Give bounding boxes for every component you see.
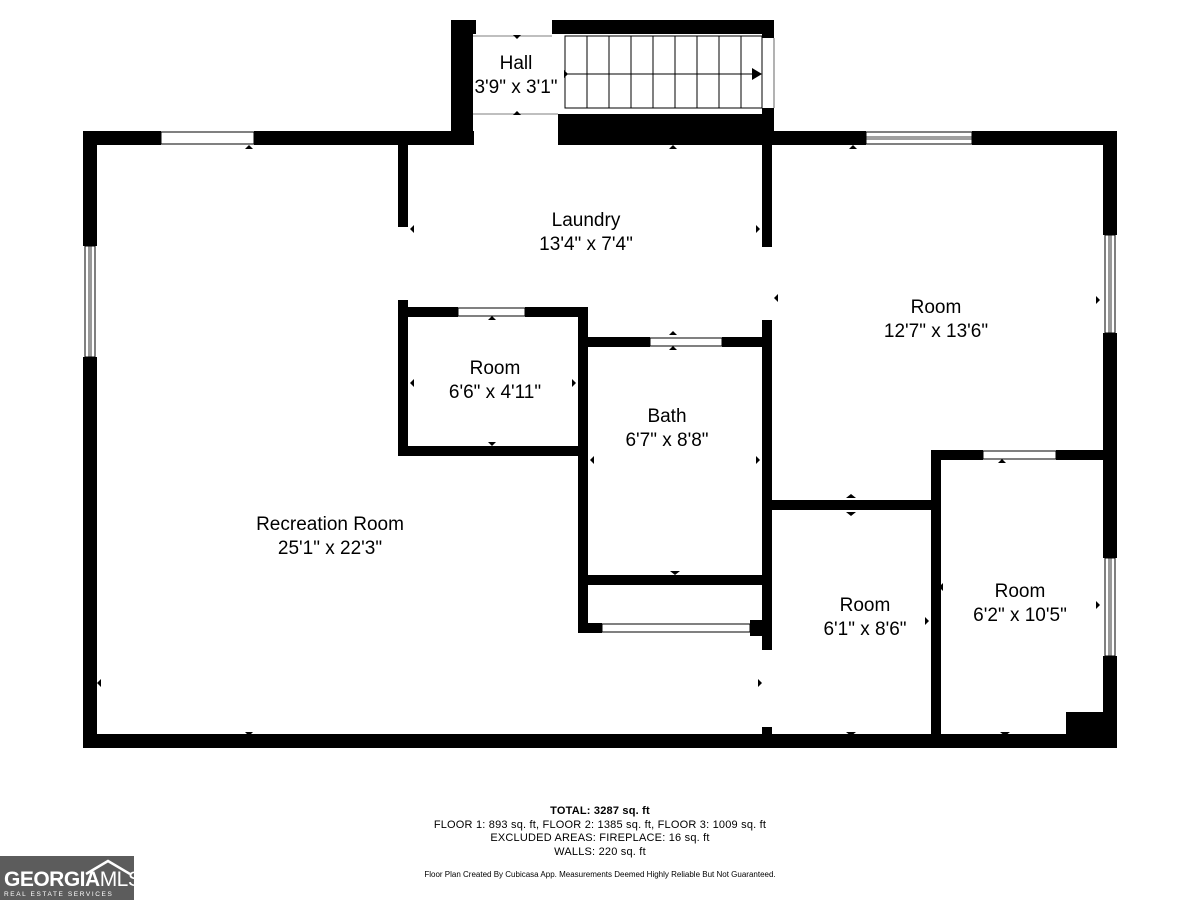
wall [451, 20, 473, 145]
house-roof-icon [85, 859, 131, 876]
wall [558, 114, 774, 145]
room-size: 13'4" x 7'4" [539, 234, 633, 255]
room-name: Hall [499, 53, 533, 74]
room-label-room-a: Room 12'7" x 13'6" [884, 296, 988, 344]
wall [398, 145, 408, 227]
wall [762, 145, 772, 247]
floor-areas: FLOOR 1: 893 sq. ft, FLOOR 2: 1385 sq. f… [433, 818, 767, 831]
room-name: Room [469, 358, 521, 379]
wall [1056, 450, 1110, 460]
opening [457, 307, 526, 317]
wall [972, 131, 1117, 145]
floor-plan [83, 20, 1117, 748]
window [84, 245, 96, 358]
window [1104, 557, 1116, 657]
wall [254, 131, 474, 145]
wall [722, 337, 770, 347]
room-name: Room [994, 581, 1046, 602]
room-size: 12'7" x 13'6" [883, 321, 989, 342]
room-size: 6'6" x 4'11" [448, 382, 542, 403]
room-label-laundry: Laundry 13'4" x 7'4" [539, 209, 633, 257]
room-label-bath: Bath 6'7" x 8'8" [625, 405, 708, 453]
room-size: 3'9" x 3'1" [474, 77, 558, 98]
wall [83, 357, 97, 748]
stairs [564, 35, 763, 109]
room-name: Laundry [551, 210, 621, 231]
room-size: 6'1" x 8'6" [823, 619, 907, 640]
wall [525, 307, 588, 317]
logo-tagline: REAL ESTATE SERVICES [4, 891, 114, 898]
stair-direction-arrow [752, 68, 762, 80]
wall [762, 20, 774, 38]
wall [398, 300, 408, 456]
opening [160, 131, 255, 145]
wall [770, 500, 936, 510]
wall [398, 307, 458, 317]
wall [451, 20, 476, 34]
wall [398, 446, 588, 456]
wall [1103, 333, 1117, 558]
wall [578, 337, 650, 347]
room-label-room-d: Room 6'2" x 10'5" [973, 580, 1067, 628]
credit-note: Floor Plan Created By Cubicasa App. Meas… [424, 870, 776, 879]
window [865, 131, 973, 145]
wall [578, 307, 588, 633]
room-size: 6'7" x 8'8" [625, 430, 709, 451]
wall [83, 131, 97, 246]
wall [931, 450, 941, 748]
wall [83, 734, 1117, 748]
fireplace [1066, 712, 1117, 748]
wall [83, 131, 161, 145]
room-name: Recreation Room [256, 514, 404, 535]
wall [552, 20, 774, 34]
wall [931, 450, 983, 460]
wall [770, 131, 866, 145]
window [1104, 234, 1116, 334]
wall [578, 623, 602, 633]
room-label-recreation: Recreation Room 25'1" x 22'3" [256, 513, 404, 561]
room-name: Room [910, 297, 962, 318]
logo-wordmark: GEORGIAMLS [4, 868, 142, 891]
wall [762, 727, 772, 748]
opening [982, 450, 1057, 460]
area-summary: TOTAL: 3287 sq. ft FLOOR 1: 893 sq. ft, … [0, 805, 1200, 859]
room-label-hall: Hall 3'9" x 3'1" [474, 52, 557, 100]
wall [1103, 131, 1117, 235]
room-label-room-c: Room 6'1" x 8'6" [823, 594, 906, 642]
room-size: 25'1" x 22'3" [277, 538, 383, 559]
total-area: TOTAL: 3287 sq. ft [550, 805, 650, 817]
room-name: Bath [647, 406, 687, 427]
wall [762, 320, 772, 650]
opening [649, 337, 723, 347]
room-label-room-b: Room 6'6" x 4'11" [449, 357, 541, 405]
opening [601, 623, 751, 633]
wall [762, 108, 774, 138]
georgia-mls-logo: GEORGIAMLS REAL ESTATE SERVICES [0, 856, 142, 900]
room-size: 6'2" x 10'5" [973, 605, 1067, 626]
excluded-areas: EXCLUDED AREAS: FIREPLACE: 16 sq. ft [490, 832, 710, 844]
room-name: Room [839, 595, 891, 616]
walls-area: WALLS: 220 sq. ft [554, 845, 646, 858]
wall [578, 575, 766, 585]
